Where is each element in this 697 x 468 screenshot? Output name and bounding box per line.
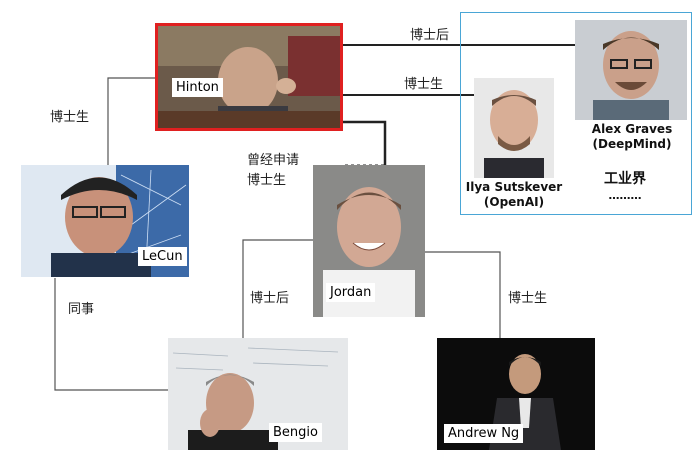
ilya-sutskever-name: Ilya Sutskever — [465, 180, 563, 194]
relation-postdoc-bengio: 博士后 — [250, 291, 290, 306]
industry-group-box — [460, 12, 692, 215]
alex-graves-name: Alex Graves — [591, 122, 673, 136]
jordan-photo: Jordan — [313, 165, 425, 317]
ilya-sutskever-caption: Ilya Sutskever (OpenAI) — [462, 180, 566, 210]
relation-applied-line2: 博士生 — [247, 173, 287, 188]
industry-more: ……… — [608, 189, 642, 202]
relation-phd-lecun: 博士生 — [50, 110, 90, 125]
relation-postdoc-graves: 博士后 — [410, 28, 450, 43]
lecun-name-label: LeCun — [138, 247, 187, 266]
hinton-highlight-frame — [155, 23, 343, 131]
line-hinton-lecun — [107, 77, 155, 165]
industry-label: 工业界 — [604, 171, 646, 187]
hinton-photo: Hinton — [158, 26, 340, 128]
bengio-name-label: Bengio — [269, 423, 322, 442]
line-hinton-jordan — [343, 120, 387, 165]
relation-colleague: 同事 — [68, 302, 95, 317]
ilya-sutskever-photo-image — [474, 78, 554, 178]
alex-graves-photo-image — [575, 20, 687, 120]
alex-graves-photo — [575, 20, 687, 120]
hinton-photo-image — [158, 26, 340, 128]
hinton-name-label: Hinton — [172, 78, 223, 97]
ilya-sutskever-org: (OpenAI) — [483, 195, 545, 209]
alex-graves-caption: Alex Graves (DeepMind) — [574, 122, 690, 152]
alex-graves-org: (DeepMind) — [592, 137, 672, 151]
bengio-photo: Bengio — [168, 338, 348, 450]
andrew-ng-name-label: Andrew Ng — [444, 424, 524, 443]
relation-applied-line1: 曾经申请 — [247, 153, 300, 168]
relation-phd-ng: 博士生 — [508, 291, 548, 306]
line-lecun-bengio — [54, 278, 168, 391]
jordan-name-label: Jordan — [326, 283, 376, 302]
line-jordan-bengio — [242, 239, 313, 338]
line-jordan-ng — [425, 251, 501, 338]
lecun-photo: LeCun — [21, 165, 189, 277]
andrew-ng-photo: Andrew Ng — [437, 338, 595, 450]
relation-phd-ilya: 博士生 — [404, 77, 444, 92]
ilya-sutskever-photo — [474, 78, 554, 178]
relation-applied-jordan: 曾经申请 博士生 — [247, 151, 299, 191]
lecun-photo-image — [21, 165, 189, 277]
